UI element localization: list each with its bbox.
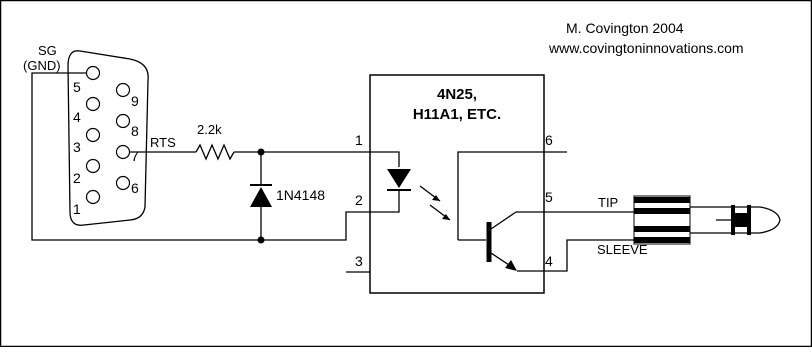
db9-pin-hole — [115, 175, 131, 191]
opto-pin-2-label: 2 — [355, 192, 363, 208]
sleeve-wire — [544, 239, 634, 272]
sg-label: SG — [38, 43, 57, 58]
opto-pin-5-label: 5 — [545, 189, 553, 205]
credit-author: M. Covington 2004 — [566, 20, 684, 36]
db9-pin-1-label: 1 — [73, 201, 81, 217]
db9-pin-hole — [115, 144, 131, 160]
optocoupler-title-1: 4N25, — [437, 86, 477, 103]
opto-pin-1-label: 1 — [355, 132, 363, 148]
audio-plug — [633, 195, 781, 245]
optocoupler-body — [369, 74, 545, 294]
diode-part-label: 1N4148 — [276, 187, 325, 203]
resistor-value: 2.2k — [197, 122, 222, 137]
sleeve-label: SLEEVE — [597, 242, 648, 257]
phototransistor — [457, 151, 544, 272]
opto-pin-4-label: 4 — [545, 253, 553, 269]
db9-pin-5-label: 5 — [73, 79, 81, 95]
internal-led — [370, 151, 411, 213]
db9-pin-hole — [85, 96, 101, 112]
light-emission-arrows — [419, 185, 451, 221]
credit-url: www.covingtoninnovations.com — [548, 40, 744, 56]
db9-pin-hole — [115, 82, 131, 98]
db9-pin-hole — [85, 127, 101, 143]
db9-pin-3-label: 3 — [73, 139, 81, 155]
ground-wire — [31, 72, 260, 241]
opto-pin-6-label: 6 — [545, 132, 553, 148]
db9-pin-9-label: 9 — [131, 93, 139, 109]
db9-pin-hole — [85, 65, 101, 81]
db9-pin-6-label: 6 — [131, 180, 139, 196]
optocoupler-title-2: H11A1, ETC. — [413, 106, 501, 123]
opto-pin-3-label: 3 — [355, 253, 363, 269]
db9-pin-2-label: 2 — [73, 170, 81, 186]
db9-pin-8-label: 8 — [131, 123, 139, 139]
rts-label: RTS — [150, 135, 176, 150]
diode-1n4148 — [250, 152, 272, 240]
db9-pin-hole — [85, 189, 101, 205]
resistor-symbol — [195, 143, 235, 161]
gnd-label: (GND) — [23, 58, 61, 73]
db9-pin-4-label: 4 — [73, 109, 81, 125]
tip-label: TIP — [598, 195, 618, 210]
db9-pin-hole — [85, 158, 101, 174]
pin2-wire — [260, 211, 370, 241]
db9-pin-hole — [115, 113, 131, 129]
db9-connector — [67, 50, 149, 226]
db9-pin-7-label: 7 — [131, 148, 139, 164]
